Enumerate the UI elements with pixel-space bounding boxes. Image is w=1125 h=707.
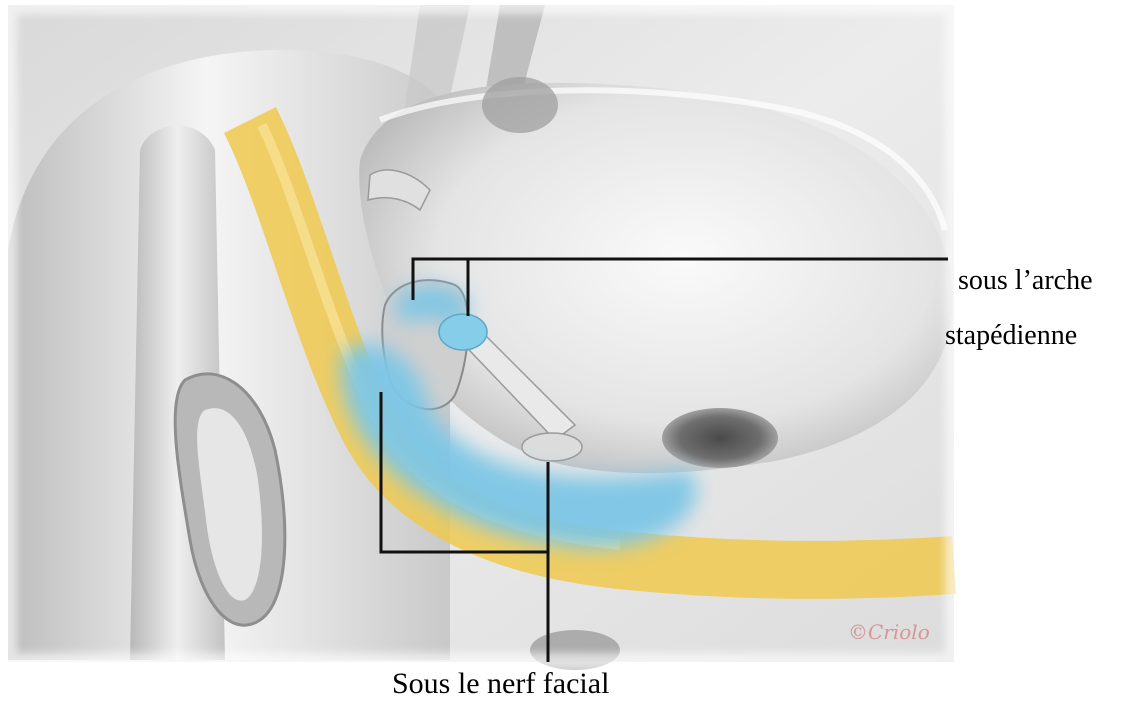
stapes-head xyxy=(522,433,582,461)
label-arch-line2: stapédienne xyxy=(945,320,1077,352)
round-window-hole xyxy=(662,408,778,468)
label-facial-nerve: Sous le nerf facial xyxy=(392,668,609,700)
top-knob xyxy=(482,77,558,133)
artist-signature: ©Criolo xyxy=(848,620,930,644)
highlight-stapes-head xyxy=(439,314,487,350)
label-arch-line1: sous l’arche xyxy=(958,265,1093,297)
